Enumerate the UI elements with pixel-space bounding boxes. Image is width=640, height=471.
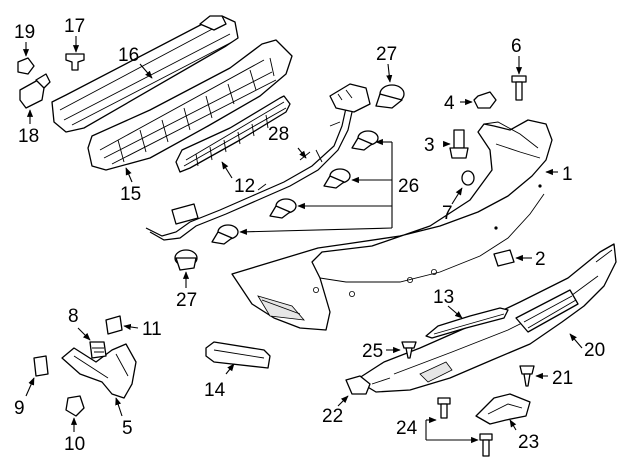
callout-19: 19 xyxy=(14,22,35,43)
absorber-strip-12 xyxy=(175,95,291,173)
callout-20: 20 xyxy=(584,340,605,361)
bolt-3 xyxy=(443,129,469,159)
clip-11 xyxy=(105,315,139,335)
leader-12 xyxy=(221,161,233,179)
callout-27-bottom: 27 xyxy=(176,290,197,311)
nut-4 xyxy=(460,91,497,109)
callout-1: 1 xyxy=(562,164,573,185)
callout-10: 10 xyxy=(64,434,85,455)
nut-10 xyxy=(65,395,85,432)
sensor-27-top xyxy=(375,63,405,109)
callout-6: 6 xyxy=(511,36,522,57)
callout-3: 3 xyxy=(424,135,435,156)
leader-15 xyxy=(125,167,133,183)
leader-16 xyxy=(139,63,153,79)
grommet-22 xyxy=(337,375,371,407)
callout-12: 12 xyxy=(234,176,255,197)
callout-18: 18 xyxy=(18,126,39,147)
bolt-6 xyxy=(511,56,527,101)
clip-7 xyxy=(451,170,475,205)
callout-4: 4 xyxy=(444,93,455,114)
callout-25: 25 xyxy=(362,341,383,362)
callout-26: 26 xyxy=(398,176,419,197)
lower-valance-20 xyxy=(355,243,617,393)
bumper-cover-1 xyxy=(231,119,553,331)
screw-17 xyxy=(65,36,85,71)
parking-sensors-26 xyxy=(211,130,393,245)
callout-5: 5 xyxy=(122,418,133,439)
sensor-27-bottom xyxy=(174,249,198,288)
callout-13: 13 xyxy=(433,287,454,308)
leader-20 xyxy=(569,333,583,349)
reflector-14 xyxy=(205,341,271,375)
clip-21 xyxy=(519,365,548,387)
leader-28 xyxy=(297,147,307,159)
callout-28: 28 xyxy=(268,124,289,145)
callout-9: 9 xyxy=(14,398,25,419)
callout-21: 21 xyxy=(552,368,573,389)
callout-23: 23 xyxy=(518,432,539,453)
clip-19 xyxy=(17,42,35,75)
callout-15: 15 xyxy=(120,184,141,205)
push-pin-25 xyxy=(386,341,417,359)
clip-9 xyxy=(25,355,49,397)
trim-strip-13 xyxy=(425,305,509,339)
screw-8 xyxy=(77,327,107,359)
callout-16: 16 xyxy=(118,45,139,66)
callout-7: 7 xyxy=(442,203,453,224)
callout-14: 14 xyxy=(204,380,226,401)
clip-2 xyxy=(493,249,532,267)
energy-absorber-16 xyxy=(51,15,239,133)
callout-17: 17 xyxy=(64,16,85,37)
wiring-harness-28 xyxy=(145,83,371,241)
bumper-reinforcement-15 xyxy=(87,39,293,171)
callout-2: 2 xyxy=(535,249,546,270)
callout-11: 11 xyxy=(142,319,162,340)
bracket-18 xyxy=(19,73,51,124)
callout-22: 22 xyxy=(322,406,343,427)
callout-27-top: 27 xyxy=(376,44,397,65)
callout-24: 24 xyxy=(396,418,418,439)
bracket-23 xyxy=(475,393,531,431)
bracket-5 xyxy=(61,343,137,417)
callout-8: 8 xyxy=(68,306,79,327)
bolts-24 xyxy=(425,397,493,457)
